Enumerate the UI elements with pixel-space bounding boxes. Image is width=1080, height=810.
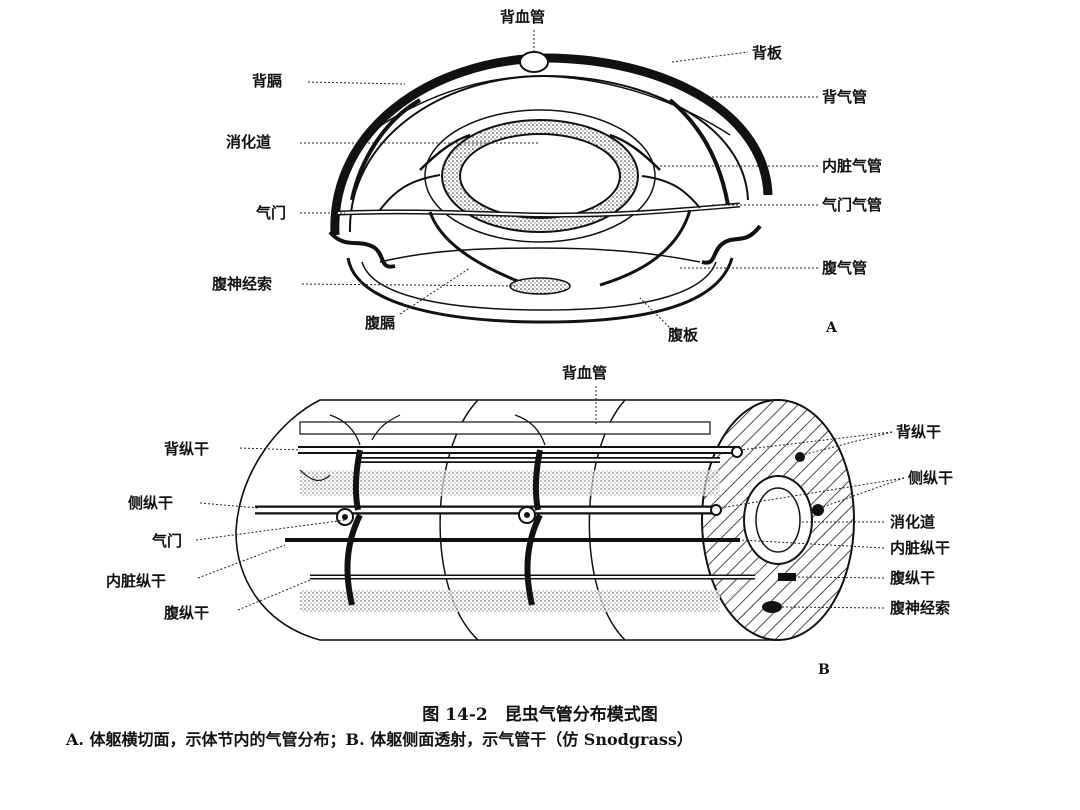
panel-label-a: A <box>826 320 837 336</box>
label-b-digestive-tract: 消化道 <box>890 513 936 531</box>
label-a-ventral-plate: 腹板 <box>668 326 699 344</box>
label-a-ventral-nerve-cord: 腹神经索 <box>212 275 273 293</box>
label-b-ventral-trunk-left: 腹纵干 <box>164 604 210 622</box>
label-b-lateral-trunk-right: 侧纵干 <box>908 469 954 487</box>
label-a-dorsal-trachea: 背气管 <box>822 88 868 106</box>
label-a-visceral-trachea: 内脏气管 <box>822 157 883 175</box>
label-b-ventral-trunk-right: 腹纵干 <box>890 569 936 587</box>
label-a-ventral-trachea: 腹气管 <box>822 259 868 277</box>
label-b-dorsal-vessel: 背血管 <box>562 364 608 382</box>
label-a-ventral-diaphragm: 腹膈 <box>365 314 396 332</box>
label-a-dorsal-plate: 背板 <box>752 44 783 62</box>
ventral-nerve-cord-shape <box>509 277 571 295</box>
label-a-dorsal-diaphragm: 背膈 <box>252 72 283 90</box>
caption-title: 图 14-2 昆虫气管分布模式图 <box>422 705 658 725</box>
label-b-visceral-trunk-left: 内脏纵干 <box>106 572 167 590</box>
caption-description: A. 体躯横切面，示体节内的气管分布；B. 体躯侧面透射，示气管干（仿 Snod… <box>66 730 693 749</box>
label-b-visceral-trunk-right: 内脏纵干 <box>890 539 951 557</box>
label-b-spiracle: 气门 <box>152 532 183 550</box>
label-a-spiracle: 气门 <box>256 204 287 222</box>
label-b-dorsal-trunk-right: 背纵干 <box>896 423 942 441</box>
label-a-spiracular-trachea: 气门气管 <box>822 196 883 214</box>
ventral-plate-outline <box>346 257 734 324</box>
panel-label-b: B <box>818 662 830 678</box>
label-a-digestive-tract: 消化道 <box>226 133 272 151</box>
label-b-ventral-nerve-cord: 腹神经索 <box>890 599 951 617</box>
label-b-dorsal-trunk-left: 背纵干 <box>164 440 210 458</box>
label-b-lateral-trunk-left: 侧纵干 <box>128 494 174 512</box>
dorsal-vessel-shape <box>519 51 549 73</box>
label-a-dorsal-vessel: 背血管 <box>500 8 546 26</box>
